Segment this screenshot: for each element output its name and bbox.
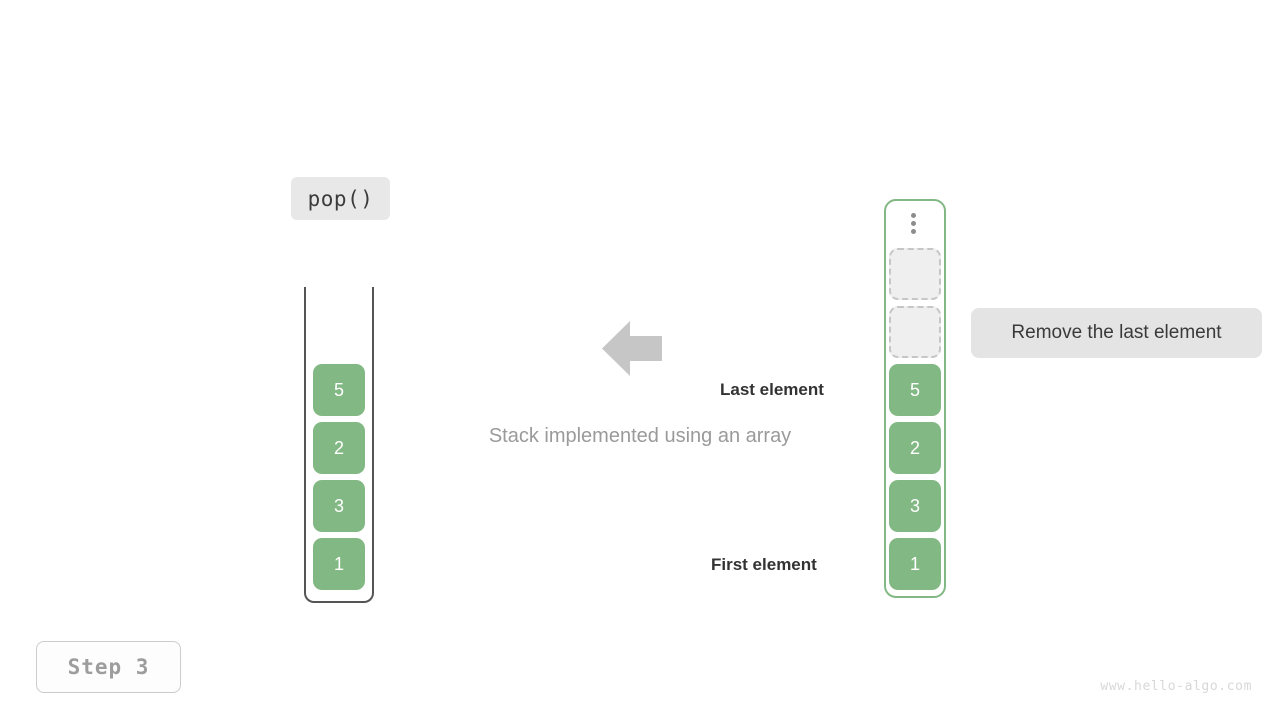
step-badge: Step 3 (36, 641, 181, 693)
array-cell: 2 (889, 422, 941, 474)
stack-cell-list: 5 2 3 1 (313, 364, 365, 590)
operation-label: pop() (291, 177, 390, 220)
diagram-caption-text: Stack implemented using an array (488, 425, 792, 447)
array-cell: 5 (889, 364, 941, 416)
ellipsis-dot (911, 229, 916, 234)
array-cell-list: 5 2 3 1 (889, 248, 941, 590)
annotation-first-element: First element (711, 555, 817, 574)
ellipsis-dot (911, 221, 916, 226)
arrow-left-icon (602, 321, 662, 376)
array-empty-slot (889, 248, 941, 300)
stack-cell: 2 (313, 422, 365, 474)
ellipsis-dot (911, 213, 916, 218)
stack-cell: 1 (313, 538, 365, 590)
stack-cell: 3 (313, 480, 365, 532)
array-cell: 3 (889, 480, 941, 532)
watermark: www.hello-algo.com (1100, 679, 1252, 694)
diagram-caption: Stack implemented using an array (0, 425, 1280, 448)
array-cell: 1 (889, 538, 941, 590)
hint-bubble: Remove the last element (971, 308, 1262, 358)
annotation-last-element: Last element (720, 380, 824, 399)
array-empty-slot (889, 306, 941, 358)
stack-cell: 5 (313, 364, 365, 416)
vertical-ellipsis-icon (911, 213, 917, 234)
stack-vessel-outline (304, 287, 374, 603)
